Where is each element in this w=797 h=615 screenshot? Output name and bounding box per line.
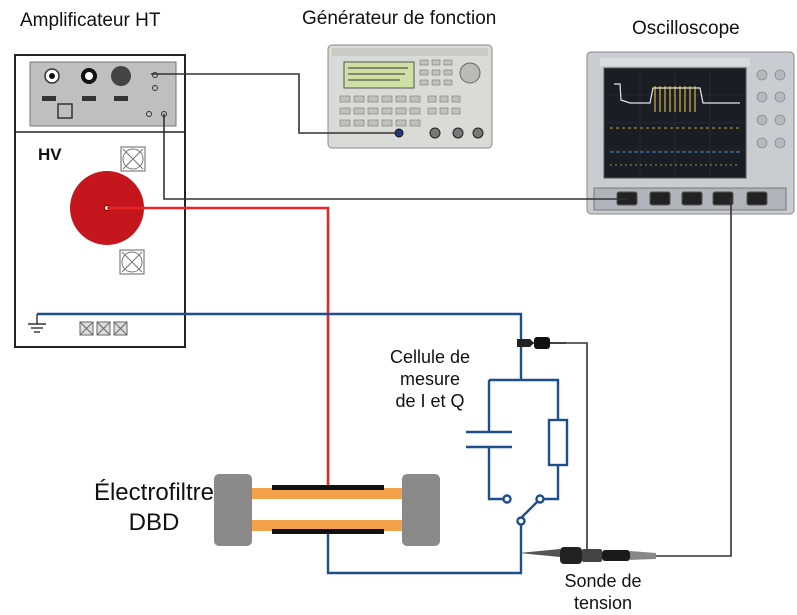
generator-knob (460, 63, 480, 83)
probe-label: Sonde de tension (550, 570, 656, 614)
generator-label: Générateur de fonction (302, 8, 496, 30)
fan-icon (121, 147, 145, 171)
probe-clip-icon (517, 337, 566, 349)
oscilloscope-label: Oscilloscope (632, 18, 740, 40)
electrofilter-label-line-1: Électrofiltre (64, 478, 244, 508)
probe-label-line-2: tension (550, 592, 656, 614)
measurement-cell-label: Cellule de mesure de I et Q (378, 346, 482, 412)
fan-icon (120, 250, 144, 274)
generator-display (344, 62, 414, 88)
connector-icon (80, 322, 127, 335)
electrofilter-label-line-2: DBD (64, 508, 244, 538)
cell-label-line-3: de I et Q (378, 390, 482, 412)
cell-label-line-1: Cellule de (378, 346, 482, 368)
cell-label-line-2: mesure (378, 368, 482, 390)
amplifier-label: Amplificateur HT (20, 10, 160, 32)
oscilloscope (587, 52, 794, 214)
probe-label-line-1: Sonde de (550, 570, 656, 592)
amplifier-ht (15, 55, 185, 347)
electrofilter-label: Électrofiltre DBD (64, 478, 244, 538)
amp-knob-3 (111, 66, 131, 86)
voltage-probe (519, 547, 656, 564)
hv-label: HV (38, 145, 62, 165)
probe-cable (655, 199, 731, 556)
